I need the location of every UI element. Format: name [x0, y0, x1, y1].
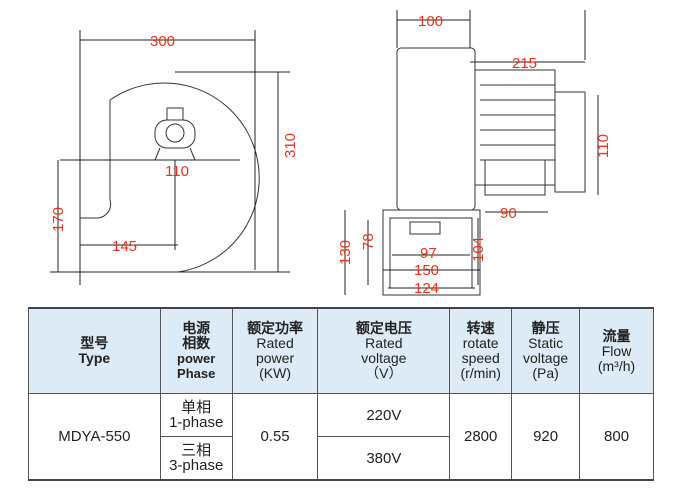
dim-78: 78 — [360, 233, 377, 250]
fan-drawing: 300 310 170 145 110 100 215 110 90 130 7… — [50, 10, 612, 297]
fan-housing — [396, 47, 476, 211]
motor-body — [474, 69, 556, 186]
cell-voltage-220: 220V — [317, 393, 451, 437]
cell-type: MDYA-550 — [28, 393, 161, 481]
dim-145: 145 — [112, 238, 137, 255]
cell-flow: 800 — [579, 393, 654, 481]
dim-130: 130 — [337, 240, 354, 265]
dim-110: 110 — [595, 134, 612, 158]
dim-90: 90 — [500, 205, 517, 222]
dim-104: 104 — [470, 237, 487, 262]
motor-endcap — [554, 91, 586, 193]
dim-110-shaft: 110 — [165, 163, 189, 180]
cell-power: 0.55 — [231, 393, 319, 481]
motor-top — [166, 107, 184, 121]
front-view: 300 310 170 145 110 — [50, 30, 299, 285]
side-view: 100 215 110 90 130 78 104 97 150 124 — [337, 10, 612, 297]
dim-97: 97 — [420, 245, 437, 262]
dim-170: 170 — [50, 207, 67, 232]
volute-outline — [79, 82, 260, 273]
cell-speed: 2800 — [449, 393, 513, 481]
cell-pressure: 920 — [511, 393, 581, 481]
dim-300: 300 — [150, 33, 175, 50]
shaft-hub — [165, 123, 185, 143]
base-outlet — [382, 209, 481, 296]
dim-124: 124 — [414, 280, 439, 297]
dim-310: 310 — [282, 133, 299, 158]
cell-voltage-380: 380V — [317, 436, 451, 481]
dim-215: 215 — [512, 55, 537, 72]
dim-100: 100 — [418, 13, 443, 30]
dim-150: 150 — [414, 262, 439, 279]
